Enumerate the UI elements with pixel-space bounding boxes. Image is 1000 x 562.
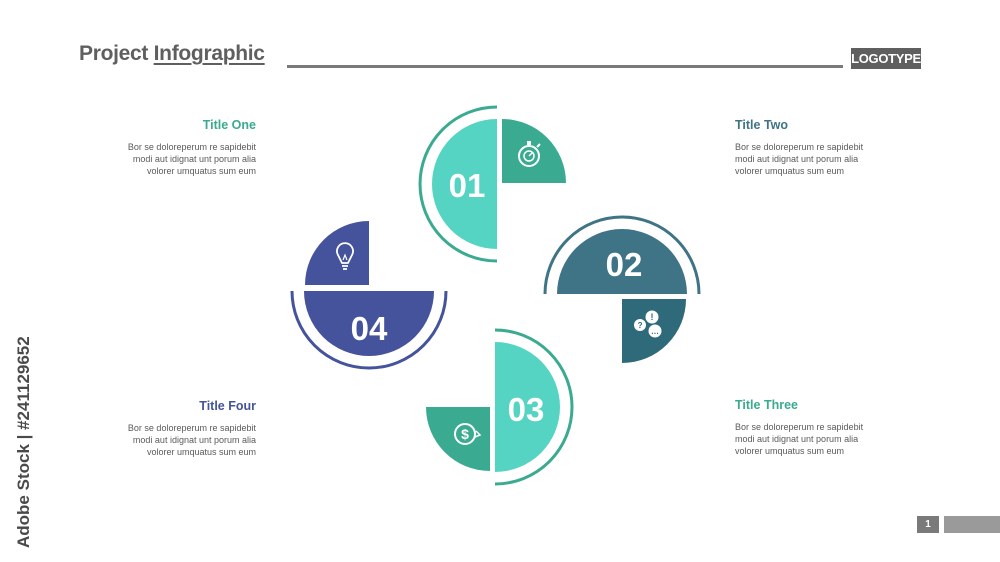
chat-bubbles-icon: ! ? … [634,310,662,338]
step-1-title: Title One [202,118,256,132]
step-3-description: Bor se doloreperum re sapidebit modi aut… [735,421,895,457]
step-4-description: Bor se doloreperum re sapidebit modi aut… [96,422,256,458]
dollar-cycle-icon: $ [454,423,482,445]
step-3-title: Title Three [735,398,798,412]
logotype-badge: LOGOTYPE [851,48,921,69]
svg-text:!: ! [651,312,654,322]
step-1-outer-arc [418,105,498,263]
step-3-line-2: modi aut idignat unt porum alia [735,434,859,444]
step-2-line-1: Bor se doloreperum re sapidebit [735,142,864,152]
page-title: Project Infographic [79,42,265,66]
step-4-line-3: volorer umquatus sum eum [146,447,256,457]
step-1-line-3: volorer umquatus sum eum [146,166,256,176]
step-2-half-disc [557,229,687,294]
step-2-line-2: modi aut idignat unt porum alia [735,154,859,164]
step-2-description: Bor se doloreperum re sapidebit modi aut… [735,141,895,177]
stopwatch-icon [518,141,541,167]
svg-text:…: … [651,327,659,336]
step-4-title: Title Four [199,399,256,413]
step-1-description: Bor se doloreperum re sapidebit modi aut… [96,141,256,177]
step-3-icon-quadrant [426,407,490,471]
step-1-number: 01 [449,167,486,204]
step-3-line-1: Bor se doloreperum re sapidebit [735,422,864,432]
step-2-text-block: Title Two Bor se doloreperum re sapidebi… [735,118,895,177]
header-divider [287,65,843,68]
step-3-line-3: volorer umquatus sum eum [735,446,845,456]
step-4-line-1: Bor se doloreperum re sapidebit [127,423,256,433]
step-4-line-2: modi aut idignat unt porum alia [132,435,256,445]
step-1-text-block: Title One Bor se doloreperum re sapidebi… [96,118,256,177]
step-4-half-disc [304,291,434,356]
svg-text:$: $ [461,426,469,442]
step-4-number: 04 [351,310,388,347]
step-3-segment: 03 $ [426,328,574,486]
step-1-line-1: Bor se doloreperum re sapidebit [127,142,256,152]
step-2-outer-arc [543,215,701,295]
title-highlight: Infographic [153,42,265,65]
title-prefix: Project [79,42,149,65]
page-number: 1 [917,516,939,533]
step-4-segment: 04 [290,221,448,370]
stock-watermark: Adobe Stock | #241129652 [14,336,33,548]
step-3-outer-arc [494,328,574,486]
step-2-line-3: volorer umquatus sum eum [735,166,845,176]
step-1-line-2: modi aut idignat unt porum alia [132,154,256,164]
step-3-number: 03 [508,391,545,428]
lightbulb-icon [336,242,354,270]
step-2-title: Title Two [735,118,789,132]
page-indicator-bar [944,516,1000,533]
step-1-icon-quadrant [502,119,566,183]
step-3-text-block: Title Three Bor se doloreperum re sapide… [735,398,895,457]
step-4-outer-arc [290,290,448,370]
step-2-number: 02 [606,246,643,283]
step-1-segment: 01 [418,105,566,263]
step-3-half-disc [495,342,560,472]
step-1-half-disc [432,119,497,249]
step-4-text-block: Title Four Bor se doloreperum re sapideb… [96,399,256,458]
step-2-segment: 02 ! ? … [543,215,701,363]
svg-text:?: ? [638,321,643,330]
